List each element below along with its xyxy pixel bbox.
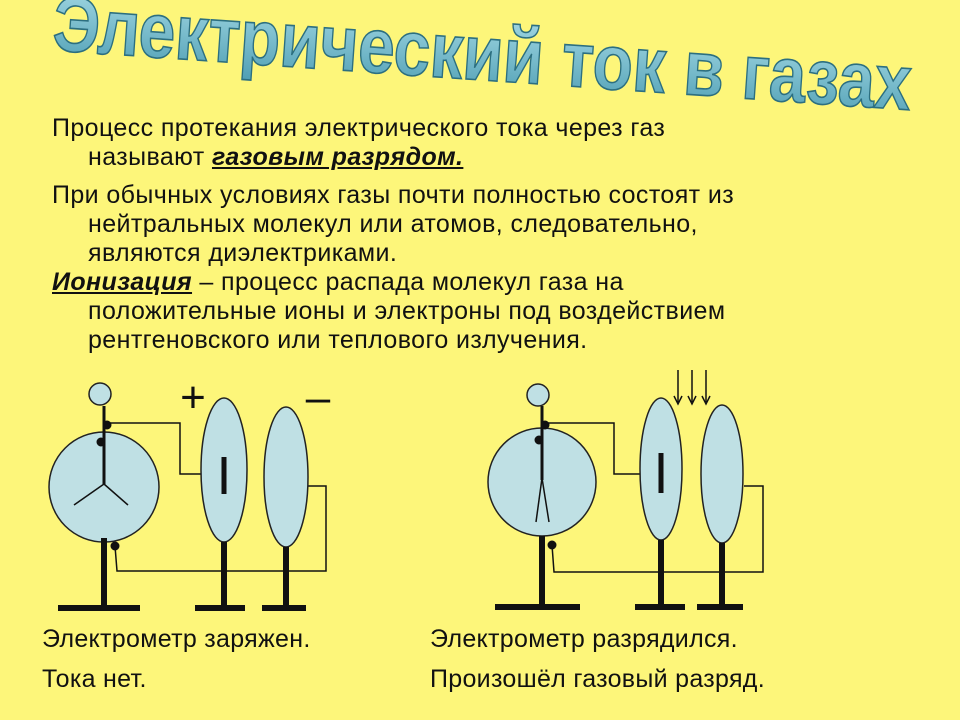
- paragraph-ionization: Ионизация – процесс распада молекул газа…: [52, 268, 932, 355]
- terminal-dot: [96, 437, 106, 447]
- wire: [107, 422, 215, 475]
- caption-line: Тока нет.: [42, 665, 147, 693]
- caption-line: Электрометр разрядился.: [430, 625, 738, 653]
- plus-sign: +: [180, 373, 206, 422]
- electrometer-discharged: [487, 370, 764, 610]
- paragraph-text: – процесс распада молекул газа на: [192, 268, 624, 296]
- caption-line: Произошёл газовый разряд.: [430, 665, 765, 693]
- electrometer-leaf: [73, 483, 105, 506]
- page-title-text: Электрический ток в газах: [50, 0, 914, 115]
- paragraph-line: рентгеновского или теплового излучения.: [88, 326, 588, 354]
- paragraph-line: При обычных условиях газы почти полность…: [52, 181, 735, 209]
- electrometer-diagram: + –: [48, 370, 764, 611]
- minus-sign: –: [306, 373, 331, 422]
- wire: [114, 485, 327, 572]
- term-gas-discharge: газовым разрядом.: [211, 143, 464, 171]
- electrometer-leaf: [535, 477, 543, 523]
- caption-discharged: Электрометр разрядился. Произошёл газовы…: [430, 619, 765, 699]
- electrometer-leaf: [541, 477, 550, 523]
- terminal-dot: [534, 435, 544, 445]
- capacitor-plate: [700, 404, 744, 544]
- electrometer-charged: [48, 382, 327, 611]
- paragraph-line: нейтральных молекул или атомов, следоват…: [88, 210, 698, 238]
- term-ionization: Ионизация: [52, 268, 193, 296]
- radiation-arrows: [673, 370, 711, 406]
- capacitor-plate: [263, 406, 309, 548]
- paragraph-text: называют: [88, 143, 212, 171]
- wire: [545, 422, 648, 475]
- paragraph-line: являются диэлектриками.: [88, 239, 398, 267]
- paragraph-line: положительные ионы и электроны под возде…: [88, 297, 726, 325]
- paragraph-line: Процесс протекания электрического тока ч…: [52, 114, 666, 142]
- electrometer-ball: [526, 383, 550, 407]
- paragraph-line: называют газовым разрядом.: [52, 143, 932, 172]
- caption-line: Электрометр заряжен.: [42, 625, 311, 653]
- paragraph-line: Ионизация – процесс распада молекул газа…: [52, 268, 932, 297]
- page-title: Электрический ток в газах: [0, 0, 960, 115]
- caption-charged: Электрометр заряжен. Тока нет.: [42, 619, 311, 699]
- electrometer-leaf: [103, 483, 129, 506]
- paragraph-dielectrics: При обычных условиях газы почти полность…: [52, 181, 932, 268]
- paragraph-gas-discharge: Процесс протекания электрического тока ч…: [52, 114, 932, 172]
- electrometer-ball: [88, 382, 112, 406]
- wire: [551, 485, 764, 573]
